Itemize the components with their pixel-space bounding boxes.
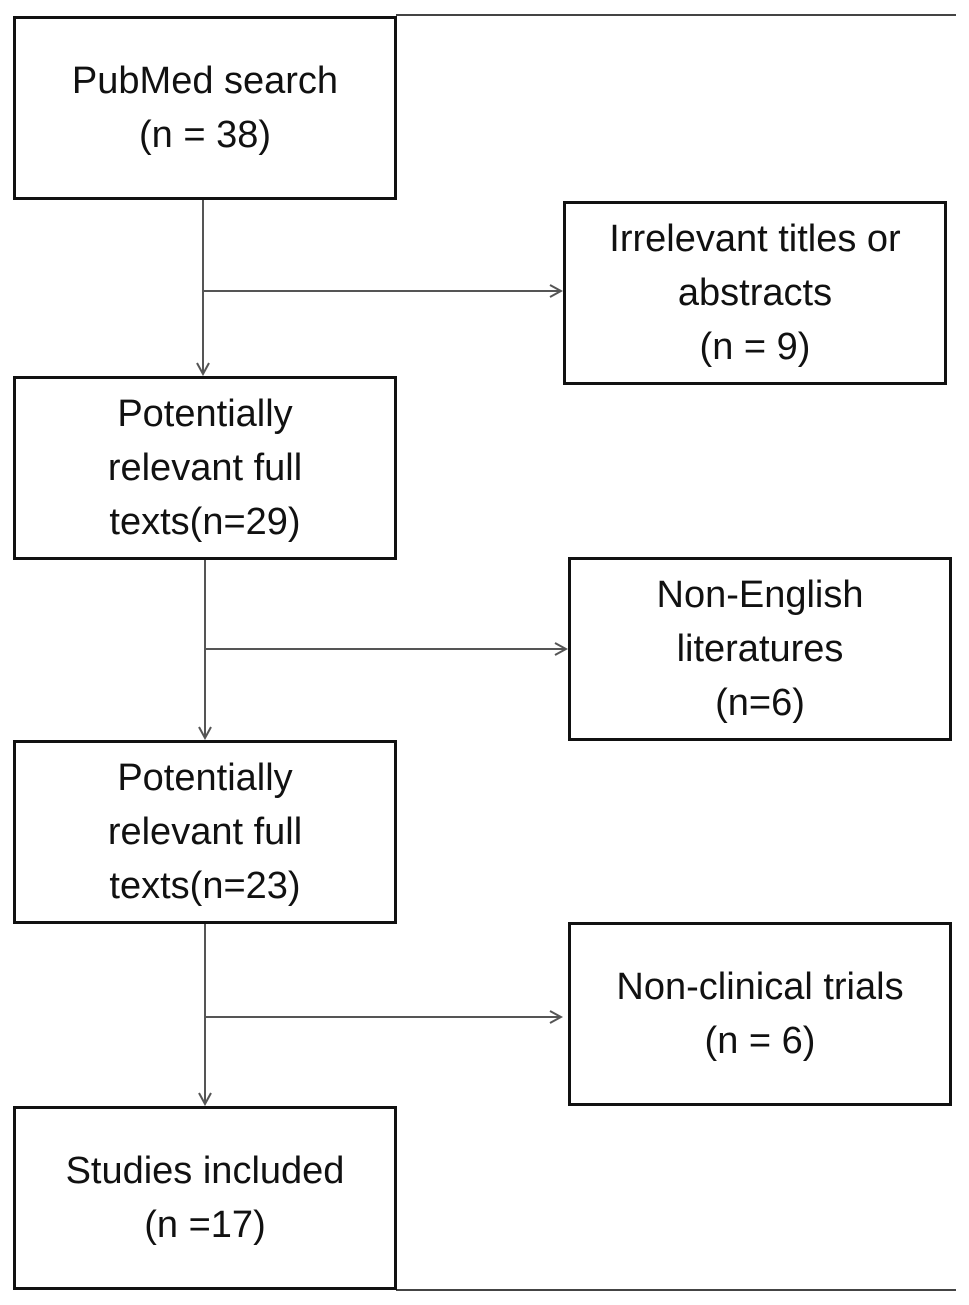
non-clinical-trials-box: Non-clinical trials (n = 6) bbox=[568, 922, 952, 1106]
top-rule bbox=[396, 14, 956, 16]
full-texts-29-box: Potentially relevant full texts(n=29) bbox=[13, 376, 397, 560]
box-line: texts(n=23) bbox=[109, 865, 301, 907]
box-line: PubMed search bbox=[71, 60, 339, 102]
full-texts-23-box: Potentially relevant full texts(n=23) bbox=[13, 740, 397, 924]
box-line: relevant full bbox=[107, 811, 303, 853]
box-line: Potentially bbox=[117, 757, 293, 799]
bottom-rule bbox=[396, 1289, 956, 1291]
box-line: Irrelevant titles or bbox=[609, 218, 901, 260]
pubmed-search-box: PubMed search (n = 38) bbox=[13, 16, 397, 200]
non-english-box: Non-English literatures (n=6) bbox=[568, 557, 952, 741]
box-line: Non-clinical trials bbox=[616, 966, 904, 1008]
box-line: abstracts bbox=[677, 272, 833, 314]
box-line: Non-English bbox=[656, 574, 864, 616]
box-line: (n = 6) bbox=[704, 1020, 816, 1062]
box-line: Potentially bbox=[117, 393, 293, 435]
box-line: texts(n=29) bbox=[109, 501, 301, 543]
studies-included-box: Studies included (n =17) bbox=[13, 1106, 397, 1290]
box-line: literatures bbox=[676, 628, 844, 670]
box-line: (n = 9) bbox=[699, 326, 811, 368]
irrelevant-titles-box: Irrelevant titles or abstracts (n = 9) bbox=[563, 201, 947, 385]
box-line: (n=6) bbox=[715, 682, 805, 724]
box-line: relevant full bbox=[107, 447, 303, 489]
box-line: (n =17) bbox=[144, 1204, 266, 1246]
box-line: (n = 38) bbox=[138, 114, 272, 156]
box-line: Studies included bbox=[65, 1150, 345, 1192]
